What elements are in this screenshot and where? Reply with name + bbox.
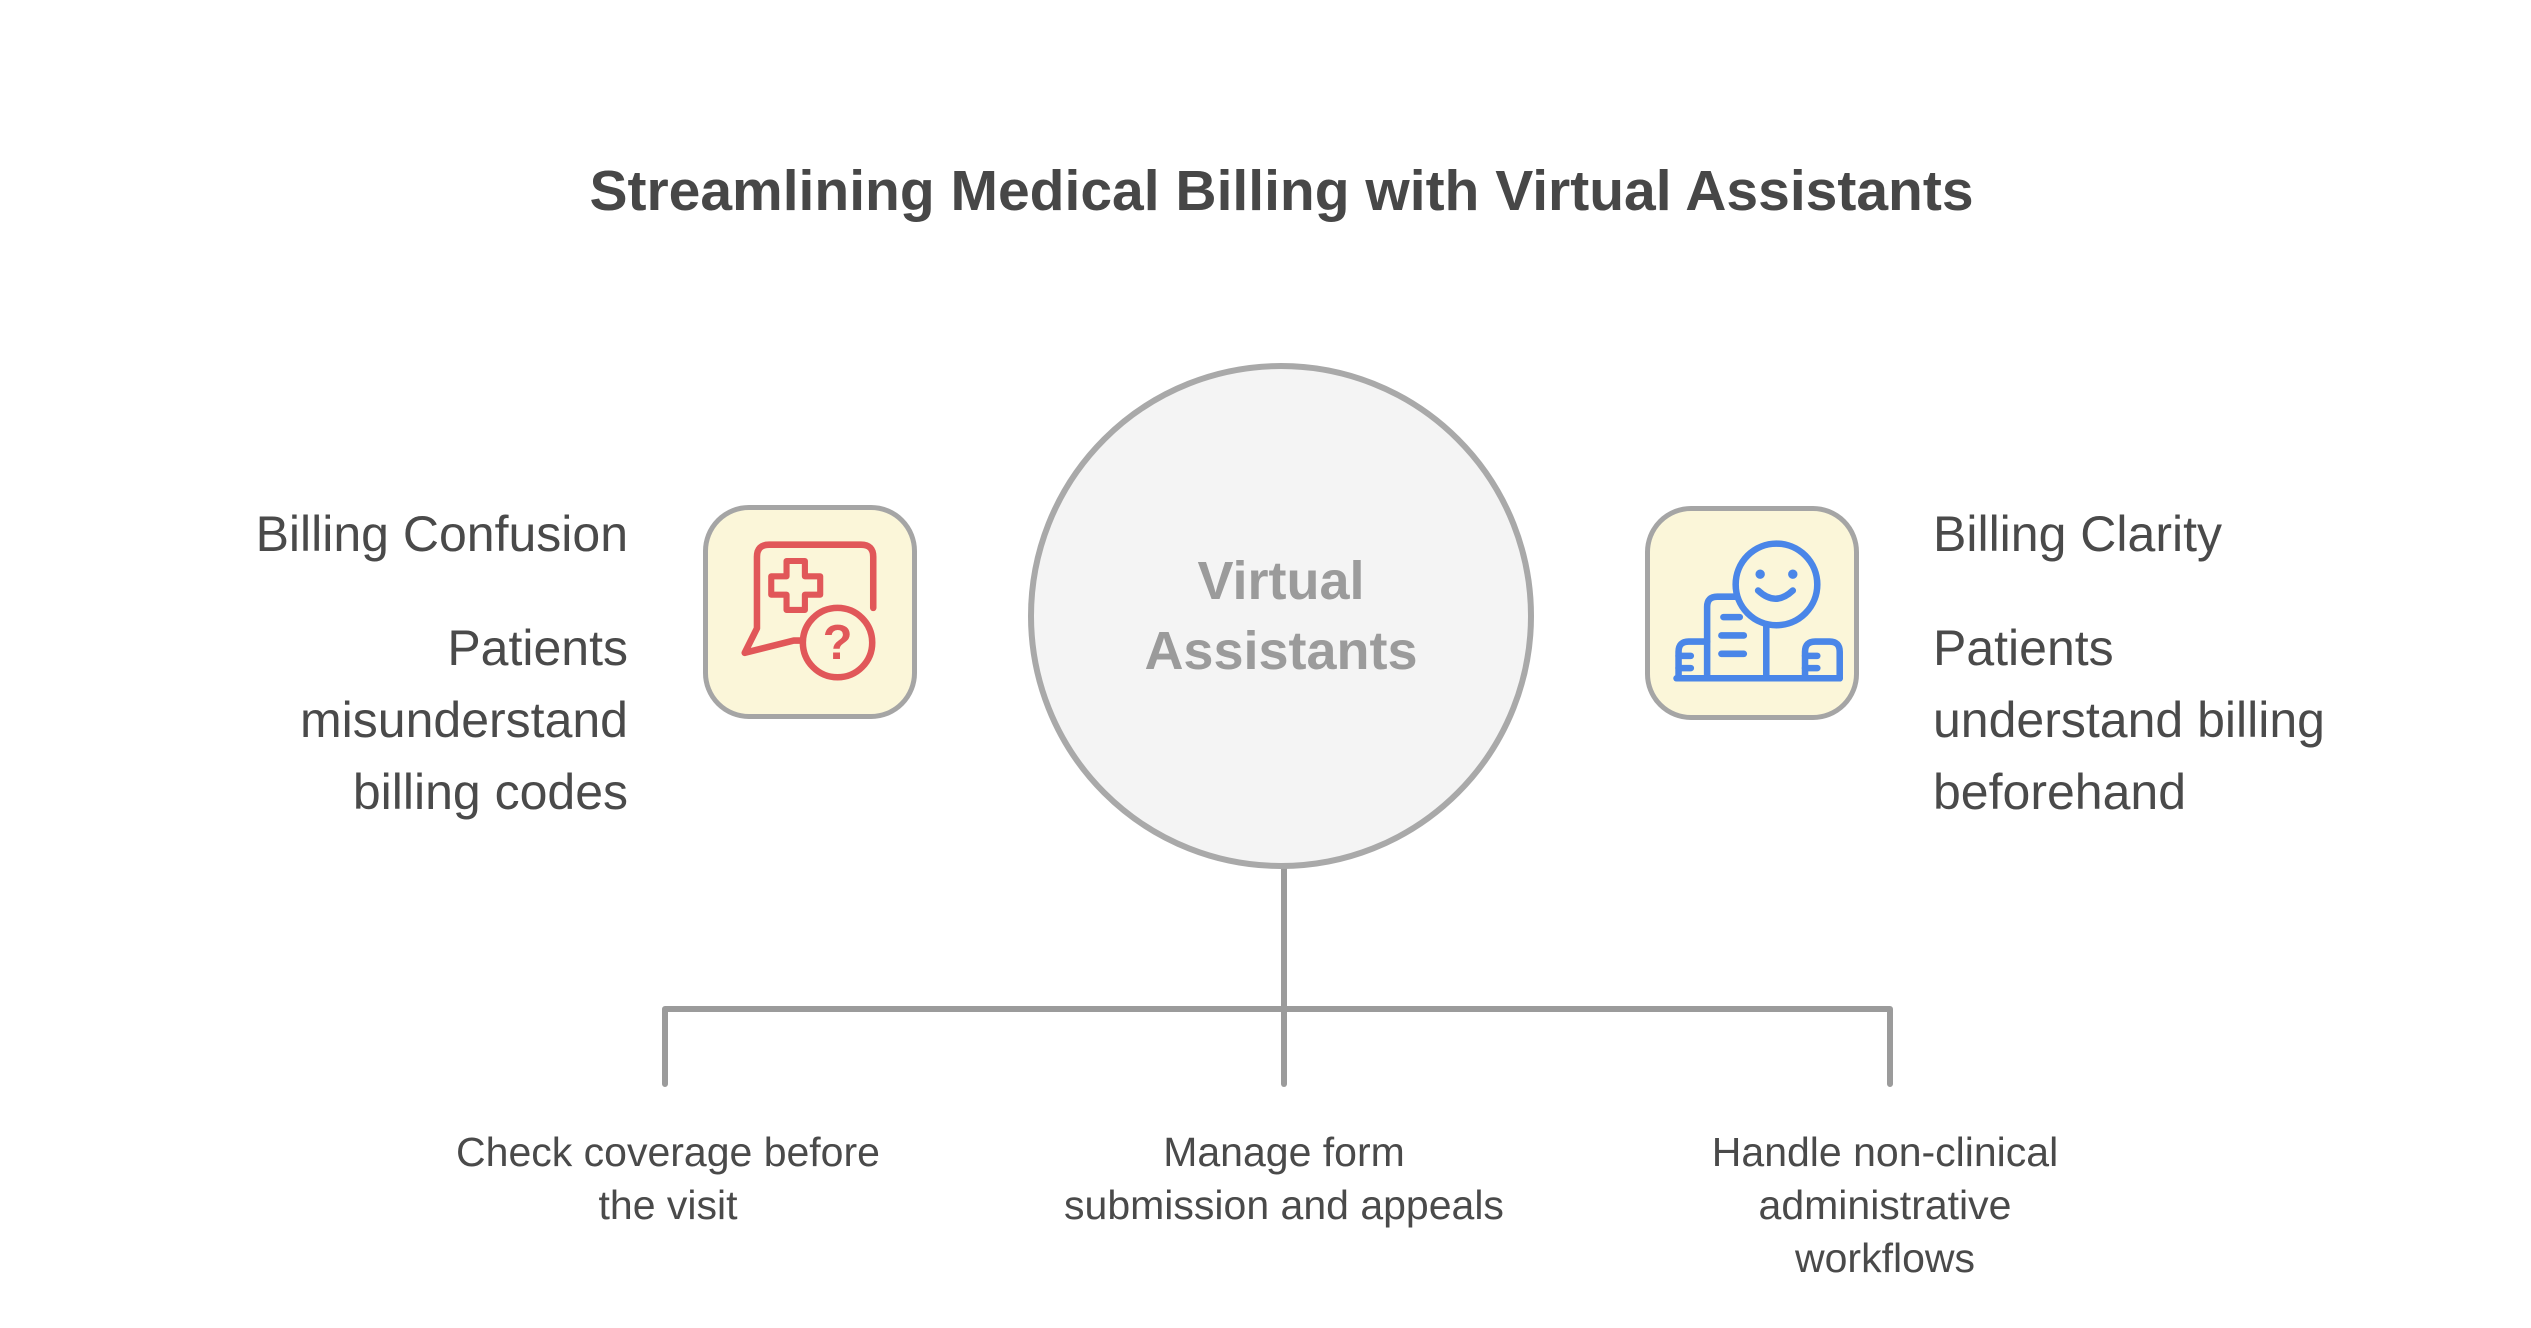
- central-node-label-line: Virtual: [1197, 551, 1365, 611]
- central-node: Virtual Assistants: [1028, 363, 1534, 869]
- task-line: Check coverage before: [456, 1129, 880, 1175]
- central-node-label-line: Assistants: [1144, 621, 1418, 681]
- task-line: Manage form: [1163, 1129, 1405, 1175]
- task-label-handle-workflows: Handle non-clinical administrative workf…: [1565, 1126, 2205, 1285]
- task-line: workflows: [1795, 1235, 1975, 1281]
- task-line: administrative: [1758, 1182, 2012, 1228]
- left-heading: Billing Confusion: [255, 506, 628, 562]
- billing-confusion-icon-box: ?: [703, 505, 917, 719]
- left-body-line: billing codes: [352, 764, 628, 820]
- task-line: submission and appeals: [1064, 1182, 1504, 1228]
- medical-chat-question-icon: ?: [741, 541, 877, 681]
- question-circle-shape: [799, 604, 876, 681]
- right-body-line: understand billing: [1933, 692, 2325, 748]
- right-body-line: Patients: [1933, 620, 2114, 676]
- branch-bracket-line: [662, 1006, 1893, 1087]
- right-body: Patients understand billing beforehand: [1933, 612, 2325, 828]
- task-label-check-coverage: Check coverage before the visit: [348, 1126, 988, 1232]
- page-title: Streamlining Medical Billing with Virtua…: [589, 159, 1974, 223]
- billing-clarity-icon-box: [1645, 506, 1859, 720]
- right-heading: Billing Clarity: [1933, 506, 2222, 562]
- task-label-manage-forms: Manage form submission and appeals: [964, 1126, 1604, 1232]
- billing-clarity-text-block: Billing Clarity Patients understand bill…: [1933, 498, 2325, 828]
- billing-receipt-smiley-icon: [1673, 540, 1843, 682]
- question-mark-glyph: ?: [823, 616, 853, 670]
- left-body-line: misunderstand: [300, 692, 628, 748]
- task-line: Handle non-clinical: [1711, 1129, 2059, 1175]
- task-line: the visit: [598, 1182, 738, 1228]
- smiley-face-shape: [1732, 540, 1821, 629]
- left-body: Patients misunderstand billing codes: [256, 612, 628, 828]
- left-body-line: Patients: [447, 620, 628, 676]
- medical-cross-shape: [768, 557, 824, 614]
- right-body-line: beforehand: [1933, 764, 2187, 820]
- billing-confusion-text-block: Billing Confusion Patients misunderstand…: [256, 498, 628, 828]
